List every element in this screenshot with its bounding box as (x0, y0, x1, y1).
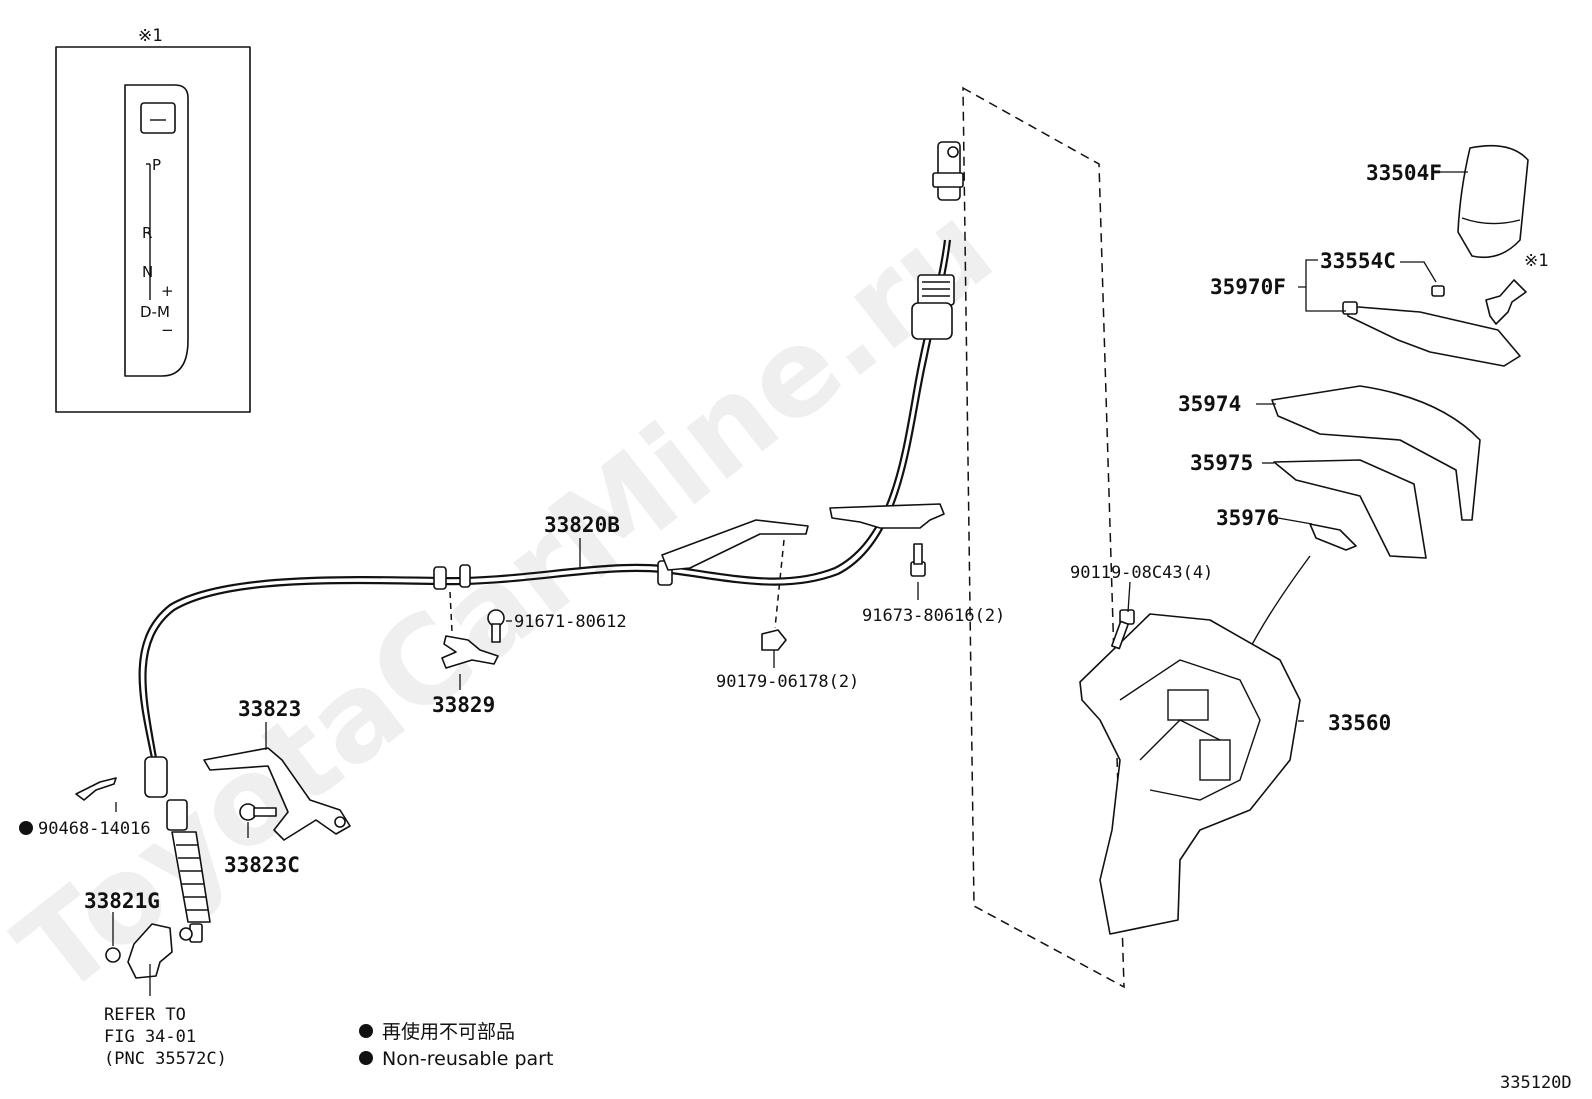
bracket-33823 (203, 747, 351, 841)
reference-note-line-3: (PNC 35572C) (104, 1049, 227, 1069)
arrow-marker: ※1 (1524, 251, 1548, 271)
indicator-35970f (1345, 305, 1521, 367)
figure-id: 335120D (1500, 1073, 1572, 1093)
part-label-91673: 91673-80616(2) (862, 606, 1005, 626)
clip-33829 (441, 635, 499, 669)
shift-cable-drawing (138, 141, 964, 943)
reference-note-line-1: REFER TO (104, 1005, 186, 1025)
bolt-91671 (487, 609, 505, 643)
part-label-33560: 33560 (1328, 711, 1391, 735)
gate-label-plus: + (161, 282, 174, 300)
gate-label-r: R (142, 224, 152, 242)
nonreusable-dot-90468 (19, 821, 33, 835)
clip-90468 (75, 777, 117, 801)
legend-dot-en (359, 1051, 373, 1065)
housing-35974 (1271, 385, 1481, 521)
gate-label-dm: D-M (140, 303, 170, 321)
part-label-90179: 90179-06178(2) (716, 672, 859, 692)
part-label-33554c: 33554C (1320, 249, 1396, 273)
part-label-35975: 35975 (1190, 451, 1253, 475)
bolt-90119 (1110, 609, 1135, 650)
inset-marker: ※1 (138, 26, 162, 46)
part-label-33823c: 33823C (224, 853, 300, 877)
shift-knob-33504f (1457, 144, 1529, 259)
leader-lines (112, 171, 1468, 996)
inset-gate-panel: ※1 P R N D-M + − (55, 26, 251, 413)
part-label-91671: 91671-80612 (514, 612, 627, 632)
part-label-35974: 35974 (1178, 392, 1241, 416)
part-label-90468: 90468-14016 (38, 819, 151, 839)
legend-jp: 再使用不可部品 (382, 1021, 515, 1043)
part-label-33504f: 33504F (1366, 161, 1442, 185)
reference-note-line-2: FIG 34-01 (104, 1027, 196, 1047)
shifter-assembly-33560 (1079, 555, 1311, 935)
nut-90179 (761, 629, 787, 651)
plate-35975 (1273, 459, 1427, 559)
part-label-33829: 33829 (432, 693, 495, 717)
part-label-33820b: 33820B (544, 513, 620, 537)
nut-33821g (105, 947, 121, 963)
plate-35976 (1309, 523, 1357, 551)
bracket-35572c (127, 923, 173, 979)
gate-label-minus: − (161, 321, 174, 339)
bolt-33823c (239, 803, 277, 821)
part-label-33823: 33823 (238, 697, 301, 721)
cable-bracket-upper (661, 519, 809, 571)
gate-label-p: P (152, 156, 161, 174)
part-label-33821g: 33821G (84, 889, 160, 913)
assembly-boundary (962, 86, 1125, 989)
view-arrow (1485, 279, 1527, 325)
cable-floor-plate (829, 503, 945, 529)
bulb-33554c (1431, 285, 1445, 297)
part-label-35970f: 35970F (1210, 275, 1286, 299)
legend-en: Non-reusable part (382, 1048, 553, 1070)
part-label-90119: 90119-08C43(4) (1070, 563, 1213, 583)
gate-label-n: N (142, 263, 153, 281)
bolt-91673 (910, 543, 926, 577)
legend-dot-jp (359, 1024, 373, 1038)
part-label-35976: 35976 (1216, 506, 1279, 530)
